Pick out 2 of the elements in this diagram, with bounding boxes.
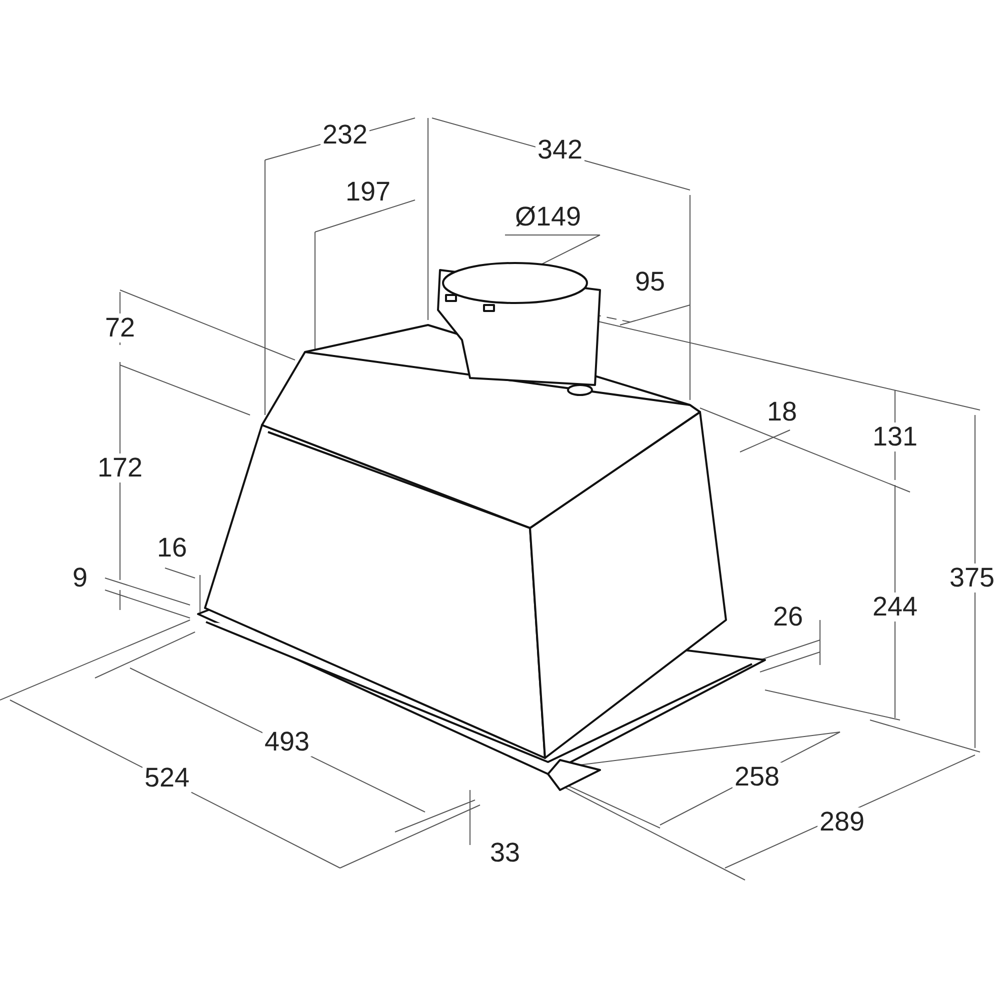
dimension-label: 258 (732, 762, 782, 792)
dimension-label: 524 (142, 764, 192, 792)
